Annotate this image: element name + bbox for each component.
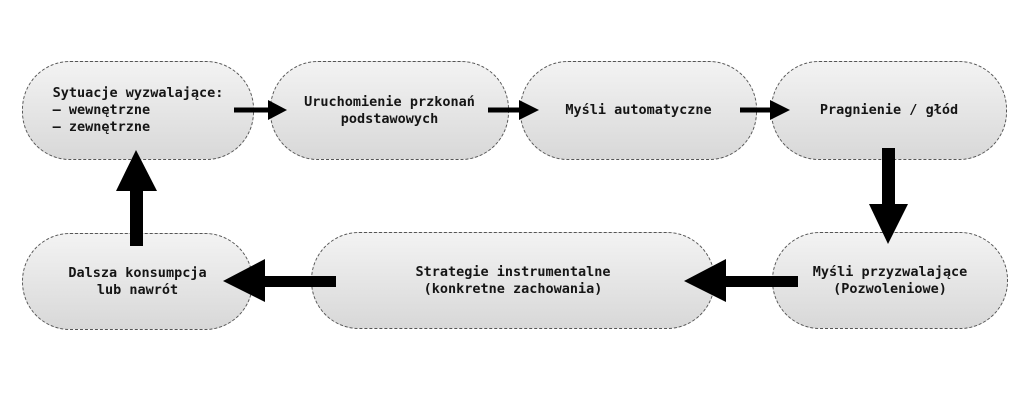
arrow-n7-to-n1	[116, 150, 157, 246]
node-label: Uruchomienie przkonań podstawowych	[304, 93, 475, 127]
node-label: Strategie instrumentalne (konkretne zach…	[415, 263, 611, 297]
node-automatic-thoughts: Myśli automatyczne	[520, 61, 757, 160]
node-continued-use-or-relapse: Dalsza konsumpcja lub nawrót	[22, 233, 253, 330]
node-triggering-situations: Sytuacje wyzwalające: – wewnętrzne – zew…	[22, 61, 254, 160]
node-instrumental-strategies: Strategie instrumentalne (konkretne zach…	[311, 232, 715, 329]
node-craving: Pragnienie / głód	[771, 61, 1007, 160]
arrow-n4-to-n5	[869, 148, 908, 244]
node-label: Pragnienie / głód	[819, 102, 959, 118]
node-permissive-thoughts: Myśli przyzwalające (Pozwoleniowe)	[772, 232, 1008, 329]
node-label: Myśli automatyczne	[565, 102, 712, 118]
node-label: Sytuacje wyzwalające: – wewnętrzne – zew…	[52, 85, 224, 135]
node-label: Myśli przyzwalające (Pozwoleniowe)	[812, 263, 968, 297]
node-core-beliefs-activation: Uruchomienie przkonań podstawowych	[270, 61, 509, 160]
node-label: Dalsza konsumpcja lub nawrót	[68, 264, 207, 298]
